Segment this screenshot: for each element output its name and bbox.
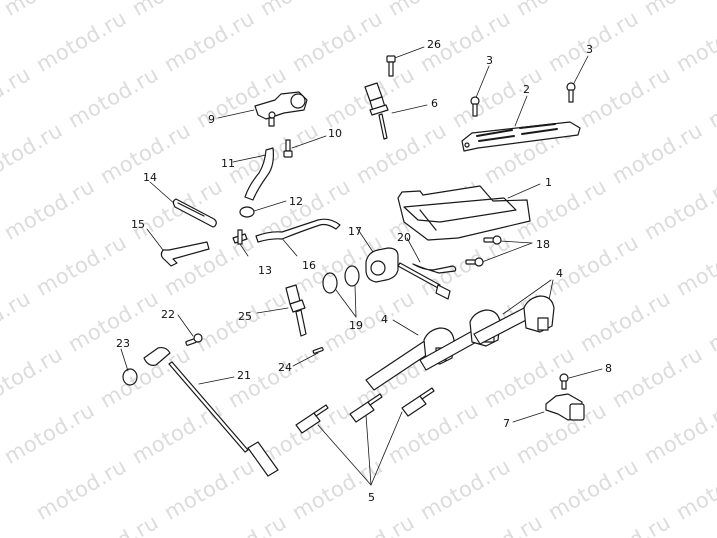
callout-label-13: 13 xyxy=(258,264,272,277)
part-16-hose xyxy=(255,218,341,243)
callout-label-19: 19 xyxy=(349,319,363,332)
callout-label-26: 26 xyxy=(427,38,441,51)
part-6-sensor xyxy=(364,82,389,140)
callout-label-22: 22 xyxy=(161,308,175,321)
callout-label-1: 1 xyxy=(545,176,552,189)
callout-label-20: 20 xyxy=(397,231,411,244)
leader-lines xyxy=(120,46,603,486)
callout-label-9: 9 xyxy=(208,113,215,126)
part-5-spark-plug-2 xyxy=(349,393,383,423)
part-11-hose xyxy=(244,147,274,201)
callout-label-3b: 3 xyxy=(586,43,593,56)
part-12-clamp xyxy=(239,206,255,218)
part-3-bolt-left xyxy=(470,96,480,117)
callout-label-4a: 4 xyxy=(556,267,563,280)
part-22-bolt xyxy=(185,333,203,346)
callout-label-11: 11 xyxy=(221,157,235,170)
callout-label-4b: 4 xyxy=(381,313,388,326)
callout-label-21: 21 xyxy=(237,369,251,382)
callout-label-16: 16 xyxy=(302,259,316,272)
callout-label-10: 10 xyxy=(328,127,342,140)
part-1-ecu xyxy=(397,185,531,241)
callout-label-23: 23 xyxy=(116,337,130,350)
part-5-spark-plug-3 xyxy=(401,387,435,417)
callout-label-12: 12 xyxy=(289,195,303,208)
part-18-bolt-upper xyxy=(483,235,502,245)
part-13-fitting xyxy=(232,229,248,245)
part-5-spark-plug-1 xyxy=(295,404,329,434)
part-2-bracket xyxy=(461,121,581,152)
part-7-sensor xyxy=(545,393,585,421)
part-23-o-ring xyxy=(122,368,138,386)
callout-label-15: 15 xyxy=(131,218,145,231)
part-25-sensor xyxy=(285,284,307,337)
callout-label-2: 2 xyxy=(523,83,530,96)
part-10-bolt xyxy=(283,139,293,158)
callout-label-7: 7 xyxy=(503,417,510,430)
part-15-tube xyxy=(160,241,210,267)
part-17-housing xyxy=(365,247,451,300)
part-20-clip xyxy=(412,263,457,274)
part-18-bolt-lower xyxy=(465,257,484,267)
part-26-bolt xyxy=(386,55,396,77)
part-9-map-sensor xyxy=(254,91,308,127)
callout-label-25: 25 xyxy=(238,310,252,323)
callout-label-18: 18 xyxy=(536,238,550,251)
part-24-pin xyxy=(312,347,324,354)
callout-label-8: 8 xyxy=(605,362,612,375)
callout-label-3a: 3 xyxy=(486,54,493,67)
part-4-coil-3 xyxy=(473,295,555,345)
callout-label-24: 24 xyxy=(278,361,292,374)
callout-label-6: 6 xyxy=(431,97,438,110)
callout-label-5: 5 xyxy=(368,491,375,504)
part-21-sensor-cable xyxy=(143,346,279,477)
callout-label-14: 14 xyxy=(143,171,157,184)
part-3-bolt-right xyxy=(566,82,576,103)
part-8-bolt xyxy=(559,373,569,390)
part-14-tube xyxy=(172,198,217,228)
part-19-o-rings xyxy=(322,265,360,294)
callout-label-17: 17 xyxy=(348,225,362,238)
